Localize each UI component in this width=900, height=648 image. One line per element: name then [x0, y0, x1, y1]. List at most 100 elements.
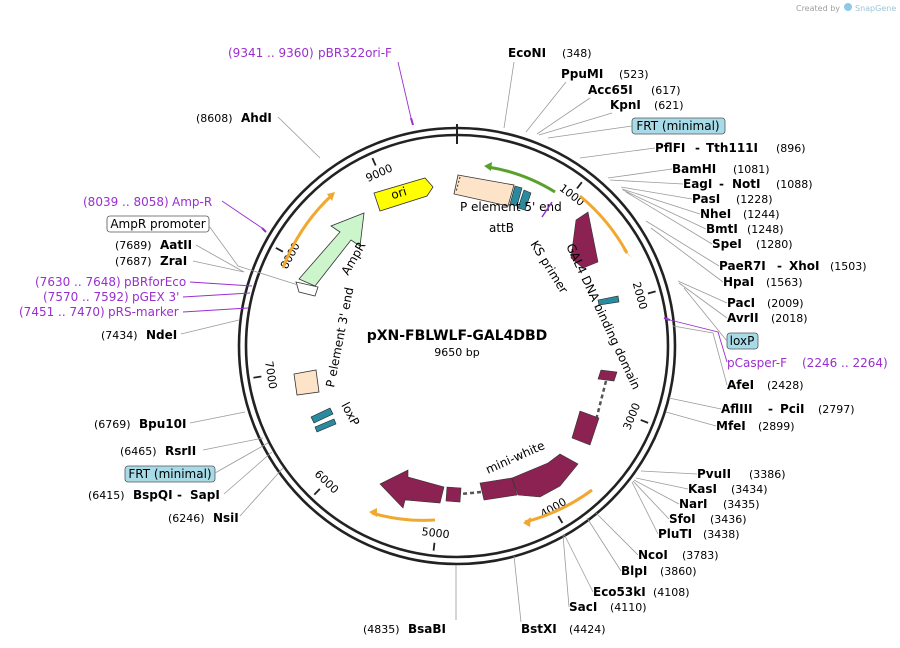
primer-pcasper-f-range: (2246 .. 2264) [802, 356, 888, 370]
site-bpu10i-pos: (6769) [94, 418, 131, 431]
site-paci-leader [677, 280, 728, 304]
site-econi-leader [503, 61, 515, 129]
p-element-5-label: P element 5' end [460, 200, 562, 214]
site-nsii-pos: (6246) [168, 512, 205, 525]
site-zrai-name: ZraI [160, 254, 187, 268]
site-pflfi-leader [579, 147, 656, 159]
site-acc65i-name: Acc65I [588, 83, 633, 97]
site-paci-name: PacI [727, 296, 755, 310]
orange-arrow-3-head [369, 508, 377, 517]
site-bpu10i-name: Bpu10I [139, 417, 186, 431]
orange-arrow-4 [281, 193, 334, 269]
site-pluti-pos: (3438) [703, 528, 740, 541]
primer-pgex3-leader [182, 292, 251, 298]
tick-mark [371, 157, 377, 166]
ampr-promoter-box [295, 281, 319, 297]
primer-prs-marker-leader [182, 307, 249, 313]
site-afei-leader [672, 325, 728, 386]
attb-label: attB [489, 221, 514, 235]
snapgene-brand: SnapGene [855, 4, 896, 13]
site-pcii-name: PciI [780, 402, 805, 416]
green-arrow [487, 165, 556, 194]
site-ndei-pos: (7434) [101, 329, 138, 342]
site-sapi-name: SapI [190, 488, 220, 502]
site-afliii-leader [668, 397, 722, 410]
site-ncoi-name: NcoI [638, 548, 668, 562]
primer-mark-pcasper [663, 317, 671, 321]
orange-arrow-1 [579, 194, 629, 254]
primer-pbrforeco-name: pBRforEco [124, 275, 186, 289]
site-ppumi-pos: (523) [619, 68, 649, 81]
site-ncoi-pos: (3783) [682, 549, 719, 562]
tick-mark [557, 515, 564, 524]
site-acc65i-leader [536, 97, 591, 135]
site-bmti-leader [622, 189, 707, 230]
primer-prs-marker-range: (7451 .. 7470) [19, 305, 105, 319]
site-ncoi-leader [594, 511, 639, 556]
box-ampr-promoter-leader [208, 225, 299, 286]
site-rsrii-pos: (6465) [120, 445, 157, 458]
box-frt-right-label: FRT (minimal) [636, 119, 719, 133]
mini-white-intron-2 [460, 490, 482, 496]
site-blpi-name: BlpI [621, 564, 647, 578]
site-afliii-name: AflIII [721, 402, 753, 416]
site-afei-name: AfeI [727, 378, 754, 392]
tick-mark [253, 375, 262, 379]
site-kpni-leader [538, 112, 613, 136]
site-nhei-leader [621, 188, 701, 215]
tick-mark [432, 542, 436, 551]
site-bamhi-pos: (1081) [733, 163, 770, 176]
primer-pbr322ori-f-range: (9341 .. 9360) [228, 46, 314, 60]
orange-arrow-3 [371, 511, 436, 522]
plasmid-size: 9650 bp [434, 346, 479, 359]
snapgene-logo-icon [844, 3, 852, 11]
site-nhei-pos: (1244) [743, 208, 780, 221]
site-pflfi-pos: (896) [776, 142, 806, 155]
site-bamhi-leader [607, 168, 673, 179]
site-pluti-name: PluTI [658, 527, 692, 541]
site-eco53ki-name: Eco53kI [593, 585, 646, 599]
site-saci-leader [562, 534, 570, 608]
site-kpni-name: KpnI [610, 98, 641, 112]
site-bstxi-name: BstXI [521, 622, 557, 636]
site-afliii-sep: - [768, 402, 773, 416]
site-eagi-pos: (1088) [776, 178, 813, 191]
box-frt-left-leader [214, 442, 269, 474]
site-pflfi-sep: - [695, 141, 700, 155]
site-kasi-leader [635, 477, 689, 490]
loxp-inner-block-1 [310, 407, 334, 424]
site-econi-name: EcoNI [508, 46, 546, 60]
site-nari-name: NarI [679, 497, 708, 511]
mini-white-exon-2 [571, 410, 600, 446]
site-pflfi-name: PflFI [655, 141, 685, 155]
site-kasi-pos: (3434) [731, 483, 768, 496]
tick-label: 9000 [364, 162, 395, 185]
site-spei-name: SpeI [712, 237, 742, 251]
tick-mark [576, 181, 583, 190]
primer-pbrforeco-range: (7630 .. 7648) [35, 275, 121, 289]
gal4-arrow [570, 211, 599, 269]
site-pvuii-name: PvuII [697, 467, 731, 481]
primer-pbrforeco-leader [189, 281, 253, 287]
site-kpni-pos: (621) [654, 99, 684, 112]
site-avrii-pos: (2018) [771, 312, 808, 325]
site-pvuii-pos: (3386) [749, 468, 786, 481]
green-arrow-head [484, 162, 492, 171]
site-paer7i-sep: - [777, 259, 782, 273]
p-element-3-box [293, 369, 320, 396]
site-ndei-leader [180, 319, 240, 335]
tick-mark [647, 290, 656, 295]
site-paer7i-pos: (1503) [830, 260, 867, 273]
primer-pcasper-f-leader [669, 319, 728, 363]
mini-white-exon-1 [597, 369, 618, 382]
ks-primer-mark [541, 201, 553, 218]
site-noti-name: NotI [732, 177, 761, 191]
site-ppumi-leader [525, 81, 567, 133]
primer-pgex3-range: (7570 .. 7592) [43, 290, 129, 304]
mini-white-arrowhead [379, 469, 445, 509]
site-zrai-pos: (7687) [115, 255, 152, 268]
site-blpi-leader [586, 517, 622, 572]
site-mfei-pos: (2899) [758, 420, 795, 433]
gal4-label: GAL4 DNA binding domain [563, 241, 643, 391]
